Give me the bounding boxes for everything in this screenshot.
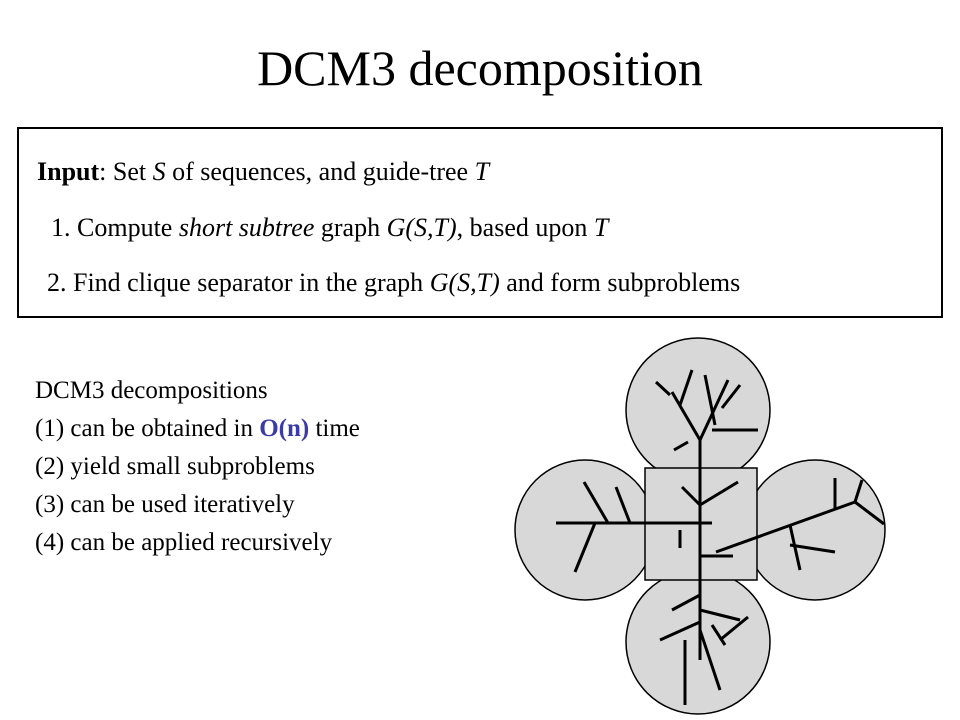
- step-1-suffix: , based upon: [456, 213, 594, 242]
- step-1-mid: graph: [314, 213, 387, 242]
- step-1-line: 1. Compute short subtree graph G(S,T), b…: [51, 213, 608, 243]
- property-1-suffix: time: [309, 415, 360, 442]
- step-1-italic-short-subtree: short subtree: [178, 213, 315, 242]
- subproblem-circle-left: [514, 459, 656, 601]
- var-s: S: [152, 157, 166, 186]
- property-item-1: (1) can be obtained in O(n) time: [35, 410, 360, 448]
- step-1-italic-t: T: [593, 213, 609, 242]
- subproblem-circle-right: [744, 459, 886, 601]
- complexity-highlight: O(n): [259, 415, 310, 442]
- input-box: Input: Set S of sequences, and guide-tre…: [17, 127, 943, 318]
- var-t: T: [474, 157, 490, 186]
- guide-tree: [556, 369, 885, 705]
- subproblem-circle-bottom: [625, 569, 771, 715]
- input-text-rest: of sequences, and guide-tree: [165, 157, 475, 186]
- property-item-3: (3) can be used iteratively: [35, 491, 295, 518]
- property-item-4: (4) can be applied recursively: [35, 529, 333, 556]
- step-1-italic-graph: G(S,T): [386, 213, 457, 242]
- properties-heading: DCM3 decompositions: [35, 377, 268, 404]
- step-2-prefix: 2. Find clique separator in the graph: [47, 268, 430, 297]
- property-1-prefix: (1) can be obtained in: [35, 415, 260, 442]
- dcm3-tree-diagram: [514, 337, 886, 715]
- input-label: Input: [37, 157, 100, 186]
- slide-title: DCM3 decomposition: [257, 40, 703, 96]
- step-2-suffix: and form subproblems: [499, 268, 741, 297]
- input-text: : Set: [99, 157, 153, 186]
- step-2-italic-graph: G(S,T): [429, 268, 500, 297]
- step-1-prefix: 1. Compute: [51, 213, 179, 242]
- step-2-line: 2. Find clique separator in the graph G(…: [47, 268, 740, 298]
- property-item-2: (2) yield small subproblems: [35, 453, 315, 480]
- subproblem-circle-top: [625, 337, 771, 483]
- properties-list: DCM3 decompositions (1) can be obtained …: [35, 372, 360, 562]
- input-line: Input: Set S of sequences, and guide-tre…: [37, 157, 489, 187]
